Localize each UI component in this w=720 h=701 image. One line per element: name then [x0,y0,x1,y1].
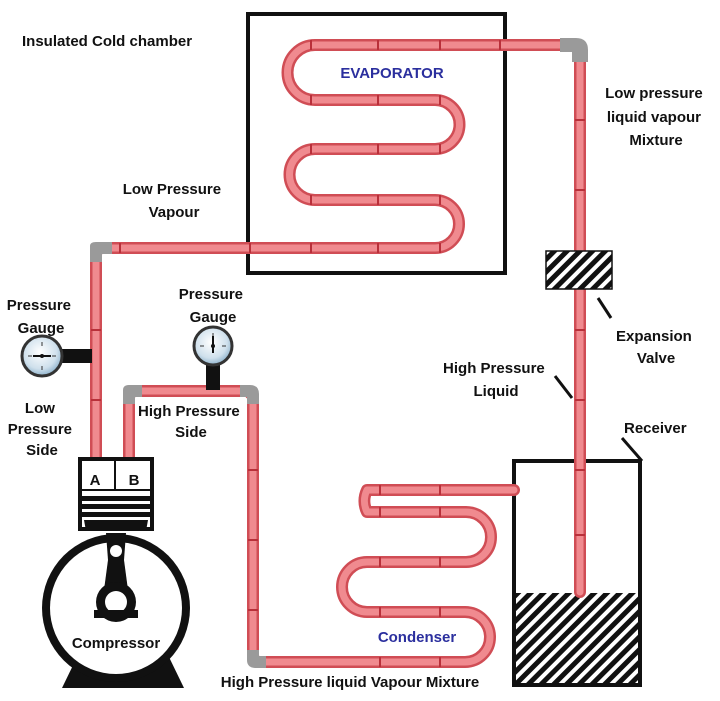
port-a-label: A [90,472,101,489]
cold-chamber-label: Insulated Cold chamber [22,33,192,50]
gauge-mid-label: Pressure Gauge [179,286,247,326]
elbow-fitting-top-left [90,242,112,262]
low-side-line-3: Side [26,442,58,459]
expansion-valve [545,250,613,290]
hp-mixture-label: High Pressure liquid Vapour Mixture [221,674,479,691]
gauge-left-line-2: Gauge [18,320,65,337]
hp-liquid-pointer [553,375,574,399]
high-side-label: High Pressure Side [138,403,244,441]
expansion-valve-line-1: Expansion [616,328,692,345]
receiver-label: Receiver [624,420,687,437]
gauge-left-line-1: Pressure [7,297,71,314]
low-side-line-1: Low [25,400,55,417]
elbow-fitting-top-right [560,38,588,62]
gauge-mid-line-2: Gauge [190,309,237,326]
lp-vapour-label: Low Pressure Vapour [123,181,226,221]
receiver-pointer [620,437,644,462]
expansion-valve-label: Expansion Valve [616,328,696,367]
lp-vapour-line-1: Low Pressure [123,181,221,198]
compressor [42,457,190,688]
gauge-left-label: Pressure Gauge [7,297,75,337]
lp-mixture-line-3: Mixture [629,132,682,149]
lp-mixture-line-2: liquid vapour [607,109,701,126]
gauge-mid-line-1: Pressure [179,286,243,303]
compressor-label: Compressor [72,635,161,652]
elbow-fitting-b [123,385,142,404]
elbow-fitting-bottom [247,650,266,668]
pipe-network [90,38,588,668]
expansion-valve-line-2: Valve [637,350,675,367]
low-side-line-2: Pressure [8,421,72,438]
lp-mixture-line-1: Low pressure [605,85,703,102]
hp-liquid-label: High Pressure Liquid [443,360,549,400]
cold-chamber-box [246,12,507,275]
high-side-line-1: High Pressure [138,403,240,420]
middle-pressure-gauge [192,325,234,390]
port-b-label: B [129,472,140,489]
high-side-line-2: Side [175,424,207,441]
hp-liquid-line-1: High Pressure [443,360,545,377]
left-pressure-gauge [20,334,92,378]
lp-mixture-label: Low pressure liquid vapour Mixture [605,85,707,149]
hp-liquid-line-2: Liquid [474,383,519,400]
low-side-label: Low Pressure Side [8,400,76,459]
elbow-fitting-high-right [240,385,259,404]
lp-vapour-line-2: Vapour [149,204,200,221]
receiver-liquid [516,593,638,683]
evaporator-label: EVAPORATOR [340,65,444,82]
expansion-valve-pointer [596,297,613,319]
condenser-label: Condenser [378,629,457,646]
